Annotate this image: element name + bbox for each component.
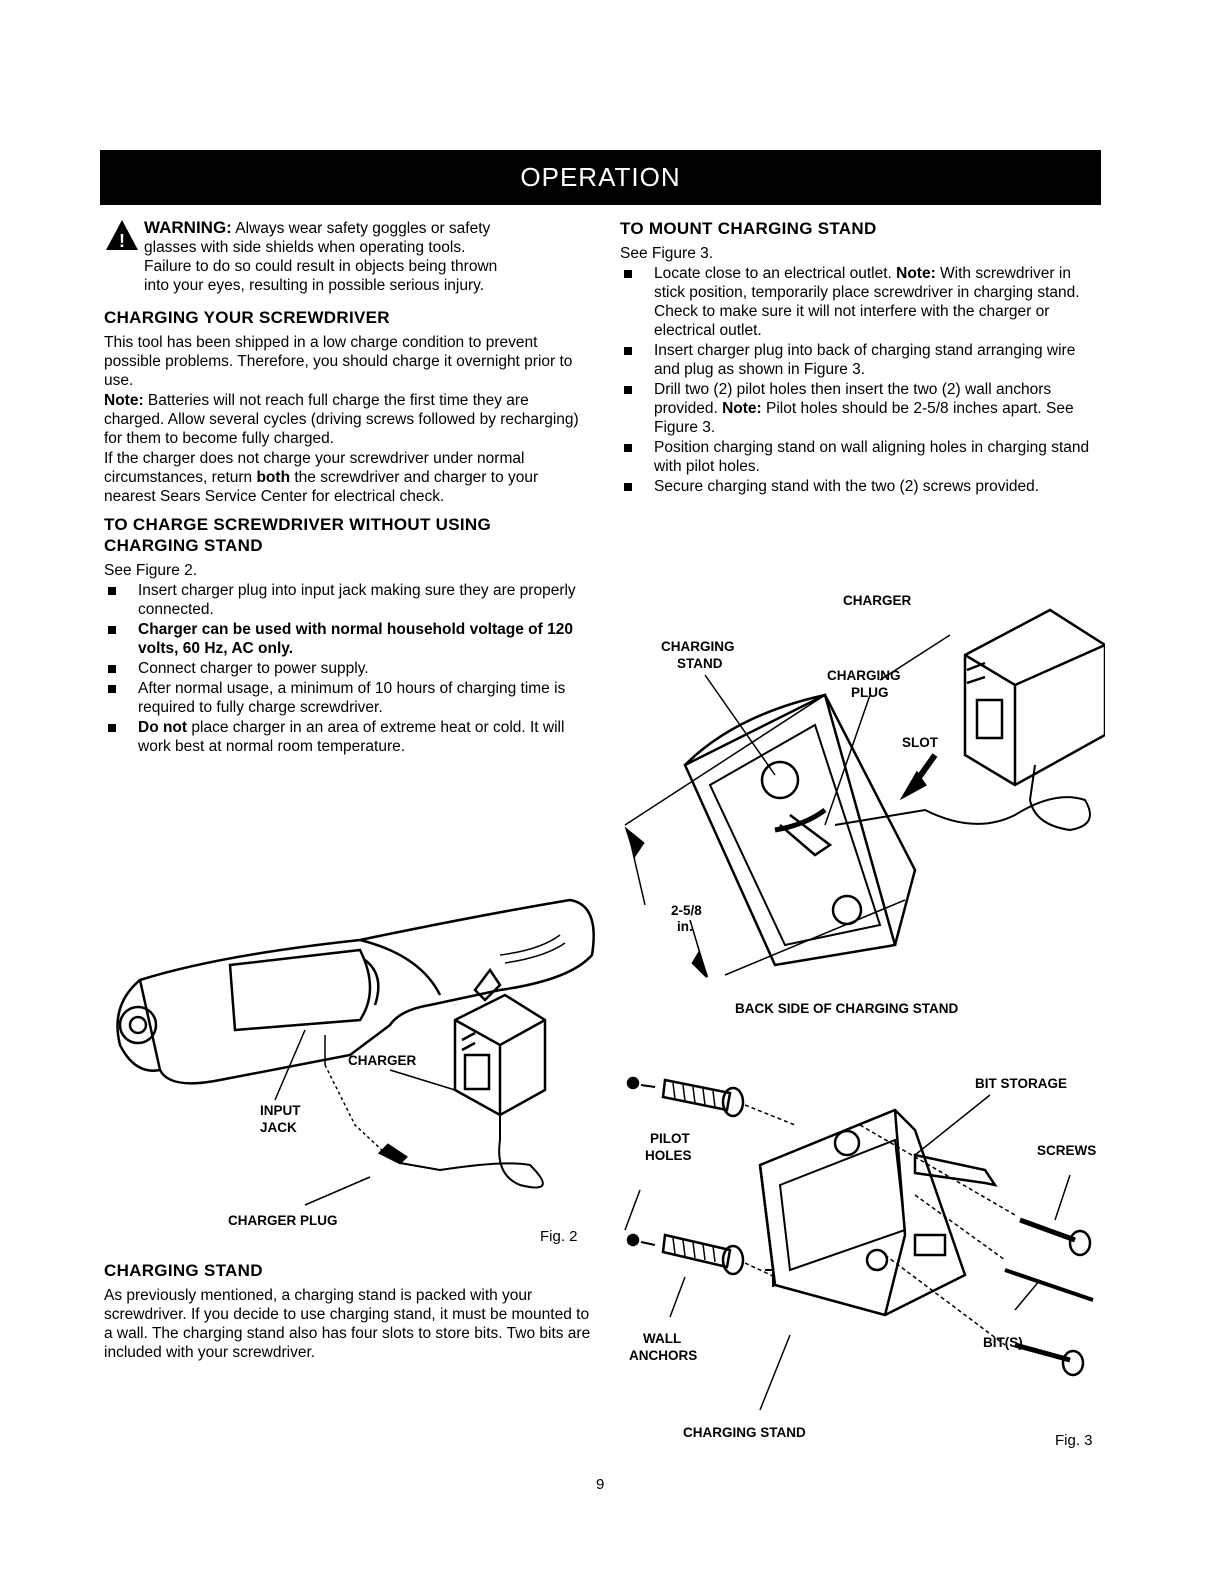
fig2-charger-label: CHARGER	[348, 1053, 417, 1068]
fig3-dim-label-1: 2-5/8	[671, 903, 702, 918]
para3-bold: both	[256, 469, 291, 486]
svg-text:!: !	[119, 231, 125, 251]
charging-stand-para: As previously mentioned, a charging stan…	[104, 1287, 591, 1361]
fig3-charging-stand-label-2: STAND	[677, 656, 723, 671]
left-column: ! WARNING: Always wear safety goggles or…	[104, 218, 592, 757]
fig3-wall-label-1: WALL	[643, 1331, 681, 1346]
warning-line-3: Failure to do so could result in objects…	[144, 258, 498, 275]
figure-2-illustration: CHARGER INPUT JACK CHARGER PLUG	[116, 898, 595, 1228]
charging-screwdriver-note: Note: Batteries will not reach full char…	[104, 391, 592, 448]
charging-stand-section: CHARGING STAND As previously mentioned, …	[104, 1260, 594, 1363]
fig3-stand-label: CHARGING STAND	[683, 1425, 806, 1440]
list-item: Locate close to an electrical outlet. No…	[620, 264, 1090, 340]
list-item: After normal usage, a minimum of 10 hour…	[104, 679, 592, 717]
i1-note: Note:	[896, 265, 936, 282]
charge-without-stand-list: Insert charger plug into input jack maki…	[104, 581, 592, 756]
title-line-1: TO CHARGE SCREWDRIVER WITHOUT USING	[104, 515, 492, 534]
page-number: 9	[596, 1476, 605, 1493]
fig3-screws-label: SCREWS	[1037, 1143, 1096, 1158]
right-column: TO MOUNT CHARGING STAND See Figure 3. Lo…	[620, 218, 1090, 497]
list-item: Drill two (2) pilot holes then insert th…	[620, 380, 1090, 437]
list-item: Charger can be used with normal househol…	[104, 620, 592, 658]
list-item: Secure charging stand with the two (2) s…	[620, 477, 1090, 496]
fig3-wall-label-2: ANCHORS	[629, 1348, 697, 1363]
i3-text: Drill two (2) pilot holes then insert th…	[654, 381, 1052, 417]
fig3-charger-label: CHARGER	[843, 593, 912, 608]
section-banner: OPERATION	[100, 150, 1101, 205]
charging-screwdriver-title: CHARGING YOUR SCREWDRIVER	[104, 308, 390, 327]
fig3-bits-label: BIT(S)	[983, 1335, 1023, 1350]
warning-line-4: into your eyes, resulting in possible se…	[144, 277, 485, 294]
fig3-dim-label-2: in.	[677, 919, 693, 934]
warning-line-2: glasses with side shields when operating…	[144, 239, 466, 256]
figure-3-mount-illustration: BIT STORAGE PILOT HOLES SCREWS WALL ANCH…	[624, 1076, 1096, 1440]
note-label: Note:	[104, 392, 144, 409]
i3-text2: Pilot holes should be 2-5/8 inches apart…	[654, 400, 1074, 436]
charge-without-stand-title: TO CHARGE SCREWDRIVER WITHOUT USING CHARG…	[104, 514, 592, 556]
fig3-charging-plug-label-2: PLUG	[851, 685, 889, 700]
do-not-bold: Do not	[138, 719, 188, 736]
do-not-text: place charger in an area of extreme heat…	[138, 719, 565, 755]
fig2-jack-label: JACK	[260, 1120, 297, 1135]
list-item: Do not place charger in an area of extre…	[104, 718, 592, 756]
fig3-slot-label: SLOT	[902, 735, 939, 750]
charging-screwdriver-para3: If the charger does not charge your scre…	[104, 449, 592, 506]
list-item: Connect charger to power supply.	[104, 659, 592, 678]
list-item: Insert charger plug into back of chargin…	[620, 341, 1090, 379]
list-item: Position charging stand on wall aligning…	[620, 438, 1090, 476]
fig3-pilot-label-1: PILOT	[650, 1131, 691, 1146]
i1-text2: With screwdriver in stick position, temp…	[654, 265, 1080, 339]
i1-text: Locate close to an electrical outlet.	[654, 265, 897, 282]
fig2-charger-plug-label: CHARGER PLUG	[228, 1213, 338, 1228]
note-text: Batteries will not reach full charge the…	[104, 392, 579, 447]
warning-label: WARNING:	[144, 218, 232, 237]
fig-2-label: Fig. 2	[540, 1228, 578, 1245]
warning-triangle-icon: !	[106, 220, 138, 251]
fig3-charging-stand-label-1: CHARGING	[661, 639, 735, 654]
fig3-bit-storage-label: BIT STORAGE	[975, 1076, 1067, 1091]
charging-screwdriver-para1: This tool has been shipped in a low char…	[104, 334, 573, 389]
para3-part-a: If the charger does not charge your scre…	[104, 450, 525, 486]
para3-part-b: the screwdriver and charger to your near…	[104, 469, 539, 505]
list-item: Insert charger plug into input jack maki…	[104, 581, 592, 619]
i3-note: Note:	[722, 400, 762, 417]
mount-stand-title: TO MOUNT CHARGING STAND	[620, 219, 877, 238]
fig3-charging-plug-label-1: CHARGING	[827, 668, 901, 683]
charging-stand-title: CHARGING STAND	[104, 1261, 263, 1280]
fig-3-label: Fig. 3	[1055, 1432, 1093, 1449]
figure-3-back-side-illustration: CHARGER CHARGING STAND CHARGING PLUG SLO…	[624, 593, 1105, 1016]
fig2-input-label: INPUT	[260, 1103, 301, 1118]
title-line-2: CHARGING STAND	[104, 536, 263, 555]
warning-block: ! WARNING: Always wear safety goggles or…	[104, 218, 592, 295]
mount-stand-list: Locate close to an electrical outlet. No…	[620, 264, 1090, 496]
warning-line-1: Always wear safety goggles or safety	[231, 220, 491, 237]
see-figure-3: See Figure 3.	[620, 245, 714, 262]
fig3-pilot-label-2: HOLES	[645, 1148, 692, 1163]
fig3-back-side-label: BACK SIDE OF CHARGING STAND	[735, 1001, 959, 1016]
see-figure-2: See Figure 2.	[104, 562, 198, 579]
